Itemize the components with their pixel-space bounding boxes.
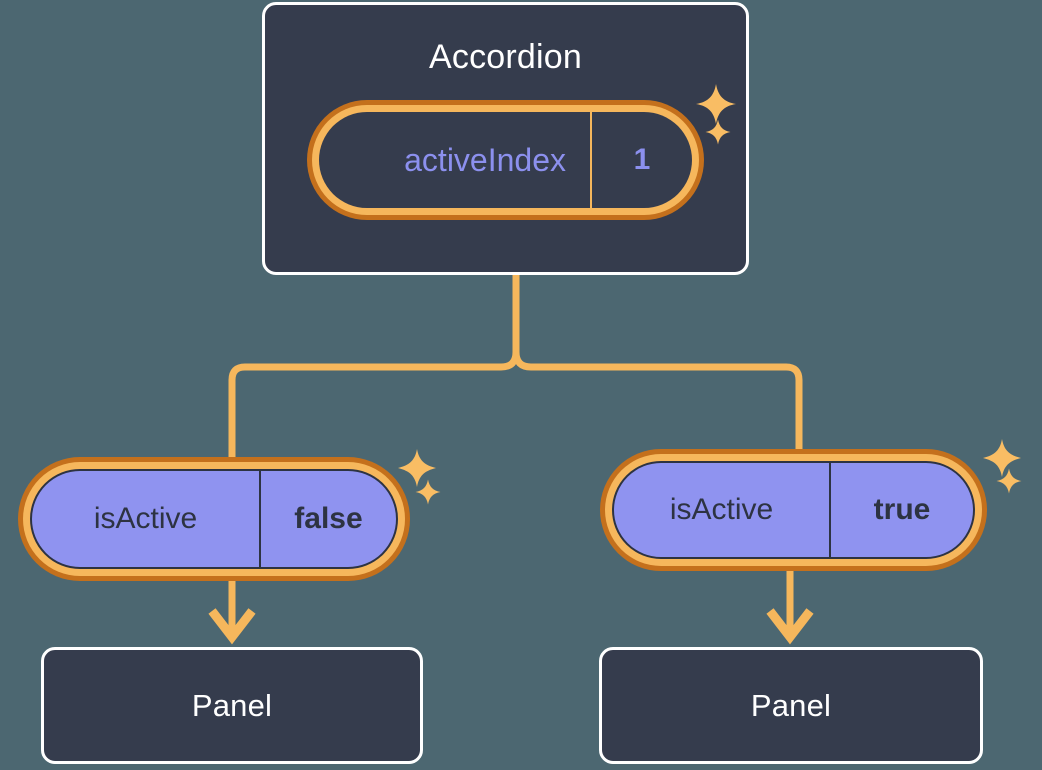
sparkle-right-large (981, 437, 1023, 479)
connector-branch-left (228, 351, 520, 460)
state-pill-isactive-right[interactable]: isActive true (600, 449, 987, 571)
state-value-activeindex: 1 (590, 112, 692, 208)
state-key-isactive-right: isActive (669, 493, 774, 526)
accordion-title: Accordion (429, 38, 582, 76)
sparkle-right-small (995, 467, 1023, 495)
sparkle-left-small (414, 478, 442, 506)
pill-inner-ring: activeIndex 1 (312, 105, 699, 215)
pill-body: isActive false (30, 469, 398, 569)
panel-title-left: Panel (191, 688, 273, 723)
state-key-isactive-left: isActive (93, 502, 198, 535)
state-pill-activeindex[interactable]: activeIndex 1 (307, 100, 704, 220)
pill-inner-ring: isActive true (605, 454, 982, 566)
arrowhead-left-panel (208, 608, 256, 645)
state-value-isactive-left: false (259, 471, 396, 567)
state-value-isactive-right: true (829, 463, 973, 557)
pill-inner-ring: isActive false (23, 462, 405, 576)
pill-body: isActive true (612, 461, 975, 559)
panel-title-right: Panel (750, 688, 832, 723)
state-pill-isactive-left[interactable]: isActive false (18, 457, 410, 581)
panel-component-box-right[interactable]: Panel (599, 647, 983, 764)
pill-body: activeIndex 1 (319, 112, 692, 208)
sparkle-left-large (396, 447, 438, 489)
connector-branch-right (512, 351, 803, 452)
state-key-activeindex: activeIndex (404, 141, 566, 178)
panel-component-box-left[interactable]: Panel (41, 647, 423, 764)
arrowhead-right-panel (766, 608, 814, 645)
